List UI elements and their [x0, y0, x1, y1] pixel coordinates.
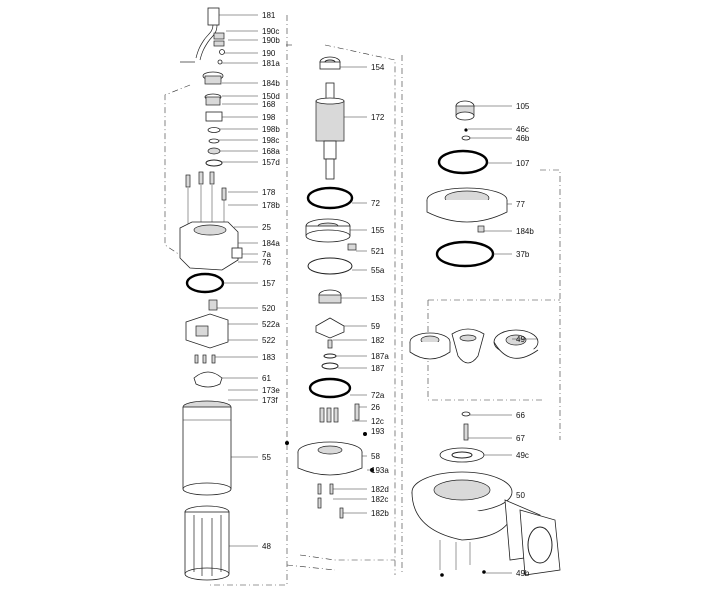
part-label-59: 59 [371, 322, 380, 331]
part-label-153: 153 [371, 294, 385, 303]
part-label-193: 193 [371, 427, 385, 436]
part-label-157: 157 [262, 279, 276, 288]
part-label-181: 181 [262, 11, 276, 20]
part-label-77: 77 [516, 200, 525, 209]
part-label-168a: 168a [262, 147, 280, 156]
part-label-173e: 173e [262, 386, 280, 395]
part-label-67: 67 [516, 434, 525, 443]
part-label-182c: 182c [371, 495, 388, 504]
part-label-55a: 55a [371, 266, 385, 275]
column-3-parts [409, 100, 561, 577]
column-2-parts [285, 56, 374, 519]
part-label-198c: 198c [262, 136, 279, 145]
part-label-46c: 46c [516, 125, 529, 134]
part-label-522: 522 [262, 336, 276, 345]
part-label-184a: 184a [262, 239, 280, 248]
part-label-66: 66 [516, 411, 525, 420]
part-label-7a: 7a [262, 250, 271, 259]
part-label-12c: 12c [371, 417, 384, 426]
part-label-50: 50 [516, 491, 525, 500]
part-label-522a: 522a [262, 320, 280, 329]
part-label-193a: 193a [371, 466, 389, 475]
part-label-154: 154 [371, 63, 385, 72]
part-label-181a: 181a [262, 59, 280, 68]
part-label-105: 105 [516, 102, 530, 111]
part-label-178: 178 [262, 188, 276, 197]
part-label-182b: 182b [371, 509, 389, 518]
part-label-76: 76 [262, 258, 271, 267]
part-label-178b: 178b [262, 201, 280, 210]
part-label-172: 172 [371, 113, 385, 122]
part-label-182d: 182d [371, 485, 389, 494]
part-label-187: 187 [371, 364, 385, 373]
column-1-parts [179, 7, 243, 581]
part-label-49: 49 [516, 335, 525, 344]
part-label-187a: 187a [371, 352, 389, 361]
part-label-520: 520 [262, 304, 276, 313]
part-label-46b: 46b [516, 134, 530, 143]
part-label-72: 72 [371, 199, 380, 208]
part-label-183: 183 [262, 353, 276, 362]
part-label-49b: 49b [516, 569, 530, 578]
part-label-58: 58 [371, 452, 380, 461]
part-label-198b: 198b [262, 125, 280, 134]
part-label-184b: 184b [516, 227, 534, 236]
part-label-168: 168 [262, 100, 276, 109]
part-label-157d: 157d [262, 158, 280, 167]
part-label-48: 48 [262, 542, 271, 551]
part-label-150d: 150d [262, 92, 280, 101]
part-label-107: 107 [516, 159, 530, 168]
part-label-72a: 72a [371, 391, 385, 400]
part-label-182: 182 [371, 336, 385, 345]
part-label-190c: 190c [262, 27, 279, 36]
part-label-61: 61 [262, 374, 271, 383]
part-label-25: 25 [262, 223, 271, 232]
part-label-198: 198 [262, 113, 276, 122]
column-boundary-lines [164, 15, 561, 586]
part-label-173f: 173f [262, 396, 278, 405]
part-label-184b: 184b [262, 79, 280, 88]
part-label-190: 190 [262, 49, 276, 58]
part-label-55: 55 [262, 453, 271, 462]
part-label-190b: 190b [262, 36, 280, 45]
part-label-49c: 49c [516, 451, 529, 460]
part-label-521: 521 [371, 247, 385, 256]
part-label-37b: 37b [516, 250, 530, 259]
part-label-26: 26 [371, 403, 380, 412]
part-label-155: 155 [371, 226, 385, 235]
